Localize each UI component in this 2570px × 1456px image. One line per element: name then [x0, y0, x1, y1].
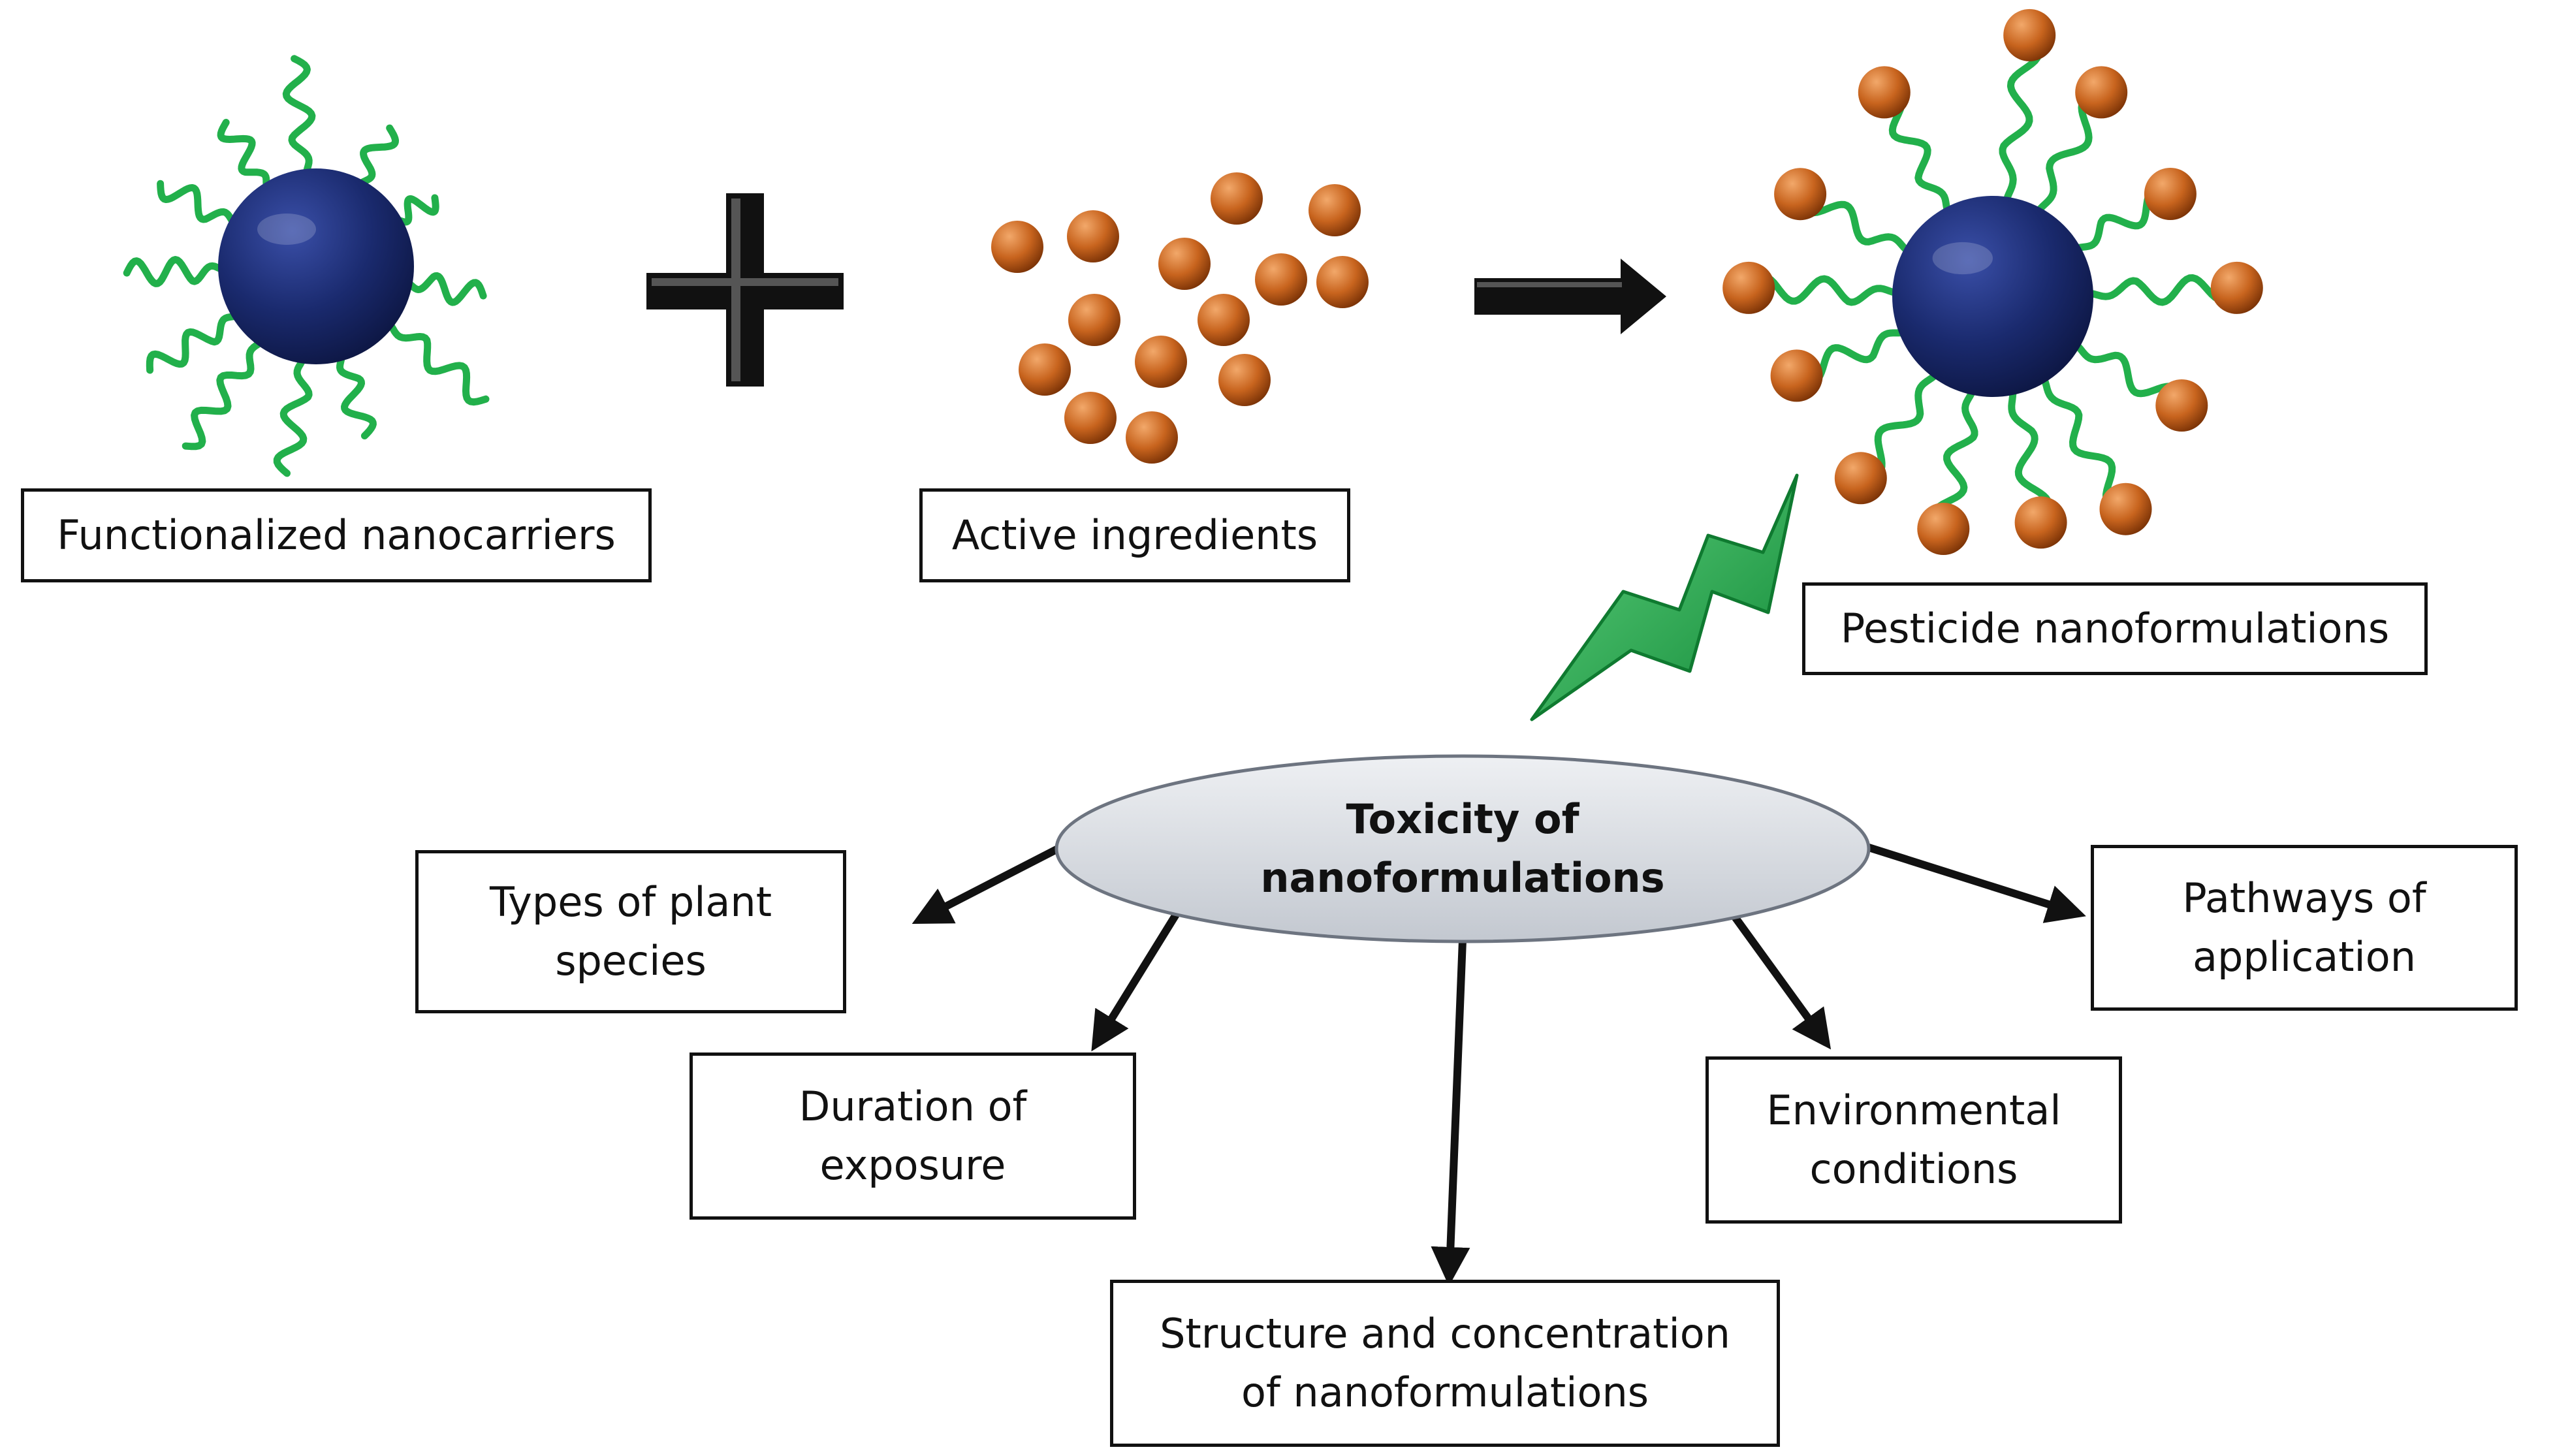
- toxicity-title-line1: Toxicity of: [1346, 795, 1579, 844]
- nanocarriers-label: Functionalized nanocarriers: [57, 511, 616, 560]
- pathways-line2: application: [2193, 933, 2416, 981]
- plant-species-line1: Types of plant: [489, 878, 772, 926]
- bound-particle: [1774, 168, 1827, 221]
- pathways-box: Pathways of application: [2091, 845, 2518, 1011]
- ligand-chain: [282, 55, 316, 180]
- active-ingredient-particle: [1309, 184, 1361, 236]
- nanocarrier-core: [218, 168, 414, 364]
- active-ingredient-particles: [991, 172, 1369, 464]
- active-ingredient-particle: [1316, 256, 1369, 308]
- structure-box: Structure and concentration of nanoformu…: [1110, 1280, 1780, 1447]
- core-highlight: [1932, 242, 1993, 275]
- active-ingredient-particle: [991, 221, 1043, 273]
- active-ingredient-particle: [1218, 354, 1271, 406]
- bound-particle: [1770, 349, 1823, 402]
- duration-line1: Duration of: [799, 1083, 1027, 1131]
- structure-line1: Structure and concentration: [1160, 1310, 1730, 1358]
- bound-particle: [1858, 66, 1911, 119]
- pathways-line1: Pathways of: [2182, 874, 2426, 923]
- ligand-chain: [123, 256, 229, 287]
- plant-species-box: Types of plant species: [415, 850, 846, 1013]
- ligand-chain: [182, 336, 266, 451]
- bound-particle: [2014, 496, 2067, 549]
- factor-arrows: [912, 844, 2086, 1286]
- nanocarriers-label-box: Functionalized nanocarriers: [21, 488, 652, 582]
- environmental-box: Environmental conditions: [1705, 1056, 2122, 1224]
- ligand-chain: [355, 124, 399, 189]
- functionalized-nanocarrier-graphic: [123, 55, 490, 477]
- ligand-chain: [217, 119, 272, 193]
- active-ingredient-particle: [1064, 392, 1117, 444]
- active-ingredient-particle: [1255, 253, 1307, 306]
- core-highlight: [257, 214, 316, 245]
- active-ingredient-particle: [1019, 343, 1071, 396]
- lightning-bolt-icon: [1530, 473, 1799, 721]
- pesticide-nanoformulation-graphic: [1722, 8, 2263, 555]
- ligand-chain: [157, 180, 239, 227]
- toxicity-ellipse: [1055, 754, 1871, 943]
- bound-particle: [1722, 261, 1775, 314]
- nanocarrier-core: [1892, 196, 2093, 397]
- plant-species-line2: species: [555, 937, 706, 985]
- active-ingredients-label: Active ingredients: [951, 511, 1318, 560]
- pesticide-label: Pesticide nanoformulations: [1840, 605, 2390, 653]
- bound-particle: [2210, 261, 2263, 314]
- structure-line2: of nanoformulations: [1241, 1369, 1649, 1416]
- environmental-line1: Environmental: [1766, 1086, 2061, 1135]
- plus-icon: [646, 193, 844, 387]
- pesticide-label-box: Pesticide nanoformulations: [1802, 582, 2428, 675]
- active-ingredient-particle: [1068, 294, 1120, 346]
- bound-particle: [2144, 168, 2197, 220]
- bound-particle: [2155, 379, 2208, 432]
- ligand-chain: [273, 353, 313, 477]
- ligand-chain: [1999, 31, 2042, 207]
- ligand-chain: [391, 194, 439, 226]
- active-ingredients-label-box: Active ingredients: [919, 488, 1350, 582]
- ligand-chain: [2039, 372, 2129, 513]
- environmental-line2: conditions: [1809, 1145, 2018, 1193]
- active-ingredient-particle: [1211, 172, 1263, 225]
- duration-line2: exposure: [819, 1141, 1006, 1189]
- ligand-chain: [336, 351, 377, 439]
- duration-box: Duration of exposure: [690, 1052, 1136, 1220]
- ligand-chain: [402, 272, 487, 306]
- bound-particle: [1834, 452, 1887, 505]
- ligand-chain: [384, 319, 490, 406]
- toxicity-title-line2: nanoformulations: [1260, 854, 1665, 902]
- bound-particle: [2075, 66, 2128, 119]
- toxicity-title: Toxicity of nanoformulations: [1110, 770, 1815, 927]
- active-ingredient-particle: [1126, 411, 1178, 464]
- active-ingredient-particle: [1158, 238, 1211, 290]
- bound-particle: [1917, 503, 1970, 555]
- active-ingredient-particle: [1198, 294, 1250, 346]
- active-ingredient-particle: [1067, 210, 1119, 262]
- bound-particle: [2003, 8, 2056, 61]
- active-ingredient-particle: [1135, 336, 1187, 388]
- ligand-chain: [146, 311, 242, 374]
- right-arrow-icon: [1474, 259, 1666, 334]
- bound-particle: [2099, 483, 2152, 535]
